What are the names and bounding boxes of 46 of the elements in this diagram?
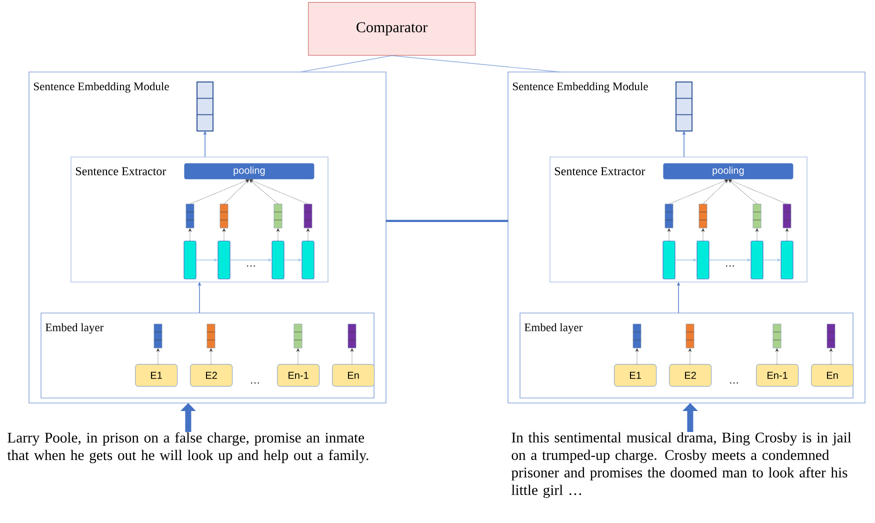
token-box: En-1 bbox=[756, 364, 799, 387]
vector-block bbox=[186, 204, 194, 228]
connector-line bbox=[391, 55, 560, 72]
vector-block bbox=[782, 204, 792, 228]
token-box: En bbox=[811, 364, 854, 387]
connector-line bbox=[300, 55, 392, 72]
token-box: En bbox=[332, 364, 375, 387]
vector-block bbox=[752, 204, 762, 228]
cell-block bbox=[662, 240, 676, 280]
vector-block bbox=[294, 324, 302, 348]
cell-block bbox=[696, 240, 710, 280]
ellipsis: … bbox=[251, 382, 259, 384]
vector-block bbox=[676, 82, 692, 132]
vector-block bbox=[664, 204, 674, 228]
vector-block bbox=[206, 324, 216, 348]
vector-block bbox=[698, 204, 708, 228]
pooling-bar: pooling bbox=[184, 163, 314, 180]
vector-block bbox=[196, 82, 214, 132]
connector-line bbox=[386, 220, 508, 222]
vector-block bbox=[154, 324, 162, 348]
token-box: E1 bbox=[614, 364, 657, 387]
pooling-bar: pooling bbox=[663, 163, 794, 180]
comparator-box: Comparator bbox=[308, 2, 476, 56]
vector-block bbox=[686, 324, 694, 348]
vector-block bbox=[772, 324, 782, 348]
cell-block bbox=[184, 240, 196, 280]
input-text: Larry Poole, in prison on a false charge, promise an inmate that when he gets out he will look up and help out a family. bbox=[7, 432, 368, 464]
vector-block bbox=[304, 204, 312, 228]
cell-block bbox=[750, 240, 764, 280]
cell-block bbox=[272, 240, 284, 280]
vector-block bbox=[274, 204, 282, 228]
ellipsis: … bbox=[730, 382, 738, 384]
cell-block bbox=[218, 240, 230, 280]
token-box: E1 bbox=[135, 364, 178, 387]
token-box: E2 bbox=[190, 364, 233, 387]
vector-block bbox=[826, 324, 836, 348]
vector-block bbox=[348, 324, 356, 348]
ellipsis: … bbox=[726, 265, 734, 267]
vector-block bbox=[632, 324, 642, 348]
input-text: In this sentimental musical drama, Bing Crosby is in jail on a trumped-up charge. Crosby meets a condemned prisoner and promises the doomed man to look after his little girl … bbox=[511, 432, 852, 498]
token-box: E2 bbox=[669, 364, 712, 387]
token-box: En-1 bbox=[277, 364, 320, 387]
cell-block bbox=[302, 240, 314, 280]
cell-block bbox=[780, 240, 794, 280]
vector-block bbox=[220, 204, 228, 228]
ellipsis: … bbox=[247, 265, 255, 267]
